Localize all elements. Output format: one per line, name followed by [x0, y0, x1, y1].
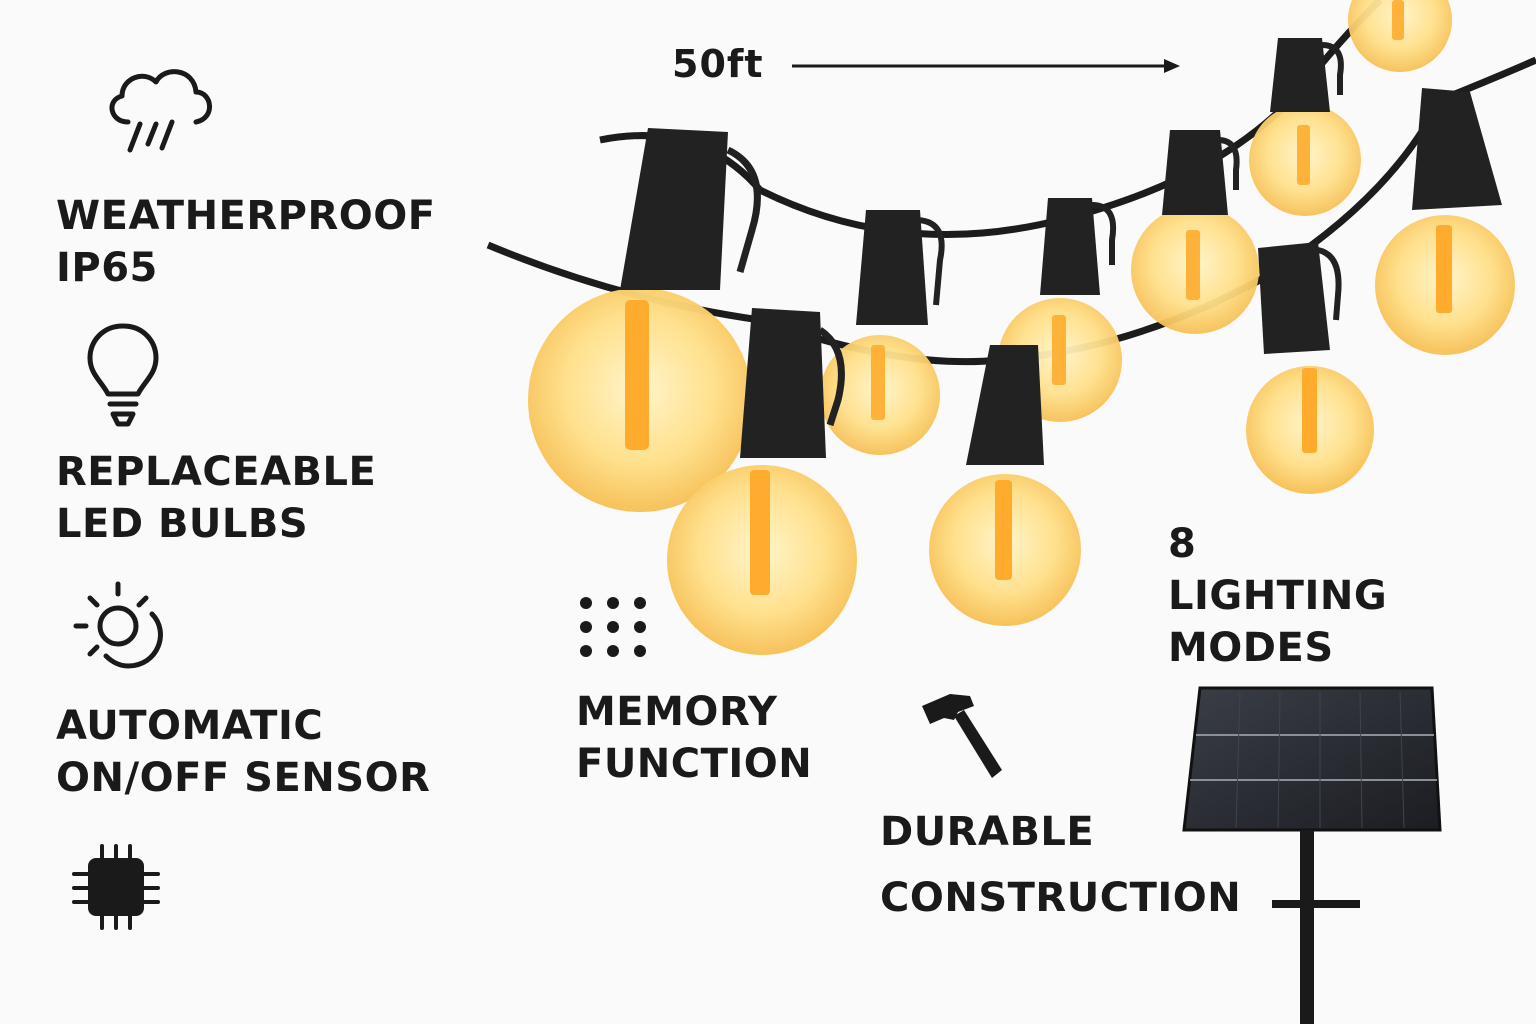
feature-label-line: DURABLE — [880, 809, 1095, 855]
feature-label-line: MODES — [1168, 625, 1334, 671]
bulb — [998, 198, 1122, 422]
rain-cloud-icon — [100, 60, 218, 160]
hammer-icon — [918, 690, 1008, 782]
feature-weatherproof: WEATHERPROOF IP65 — [56, 190, 436, 294]
feature-label-line: LIGHTING — [1168, 573, 1388, 619]
bulb — [1246, 242, 1374, 494]
bulb — [929, 345, 1081, 626]
bulb — [667, 308, 857, 655]
feature-label-line: IP65 — [56, 245, 158, 291]
length-label: 50ft — [672, 42, 764, 86]
feature-label-line: MEMORY — [576, 689, 778, 735]
feature-lighting-modes: 8 LIGHTING MODES — [1168, 518, 1387, 674]
feature-label-line: AUTOMATIC — [56, 703, 324, 749]
feature-label-line: REPLACEABLE — [56, 449, 377, 495]
feature-replaceable-bulbs: REPLACEABLE LED BULBS — [56, 446, 376, 550]
bulb — [820, 210, 945, 455]
feature-label-line: FUNCTION — [576, 741, 813, 787]
feature-memory: MEMORY FUNCTION — [576, 686, 812, 790]
arrow-right-icon — [792, 59, 1180, 73]
feature-label-line: WEATHERPROOF — [56, 193, 436, 239]
bulb — [1375, 88, 1515, 355]
feature-label-line: ON/OFF SENSOR — [56, 755, 431, 801]
sun-moon-icon — [72, 580, 172, 672]
chip-icon — [70, 842, 162, 932]
bulb — [528, 128, 761, 512]
bulb — [1348, 0, 1452, 72]
solar-panel — [1182, 686, 1442, 1024]
dot-grid-icon — [578, 594, 648, 660]
bulb — [1131, 130, 1259, 334]
feature-auto-sensor: AUTOMATIC ON/OFF SENSOR — [56, 700, 430, 804]
feature-label-line: LED BULBS — [56, 501, 309, 547]
bulb — [1249, 38, 1361, 216]
feature-label-line: CONSTRUCTION — [880, 875, 1242, 921]
feature-label-line: 8 — [1168, 521, 1197, 567]
lightbulb-icon — [86, 322, 160, 430]
feature-durable: DURABLE CONSTRUCTION — [880, 806, 1241, 924]
